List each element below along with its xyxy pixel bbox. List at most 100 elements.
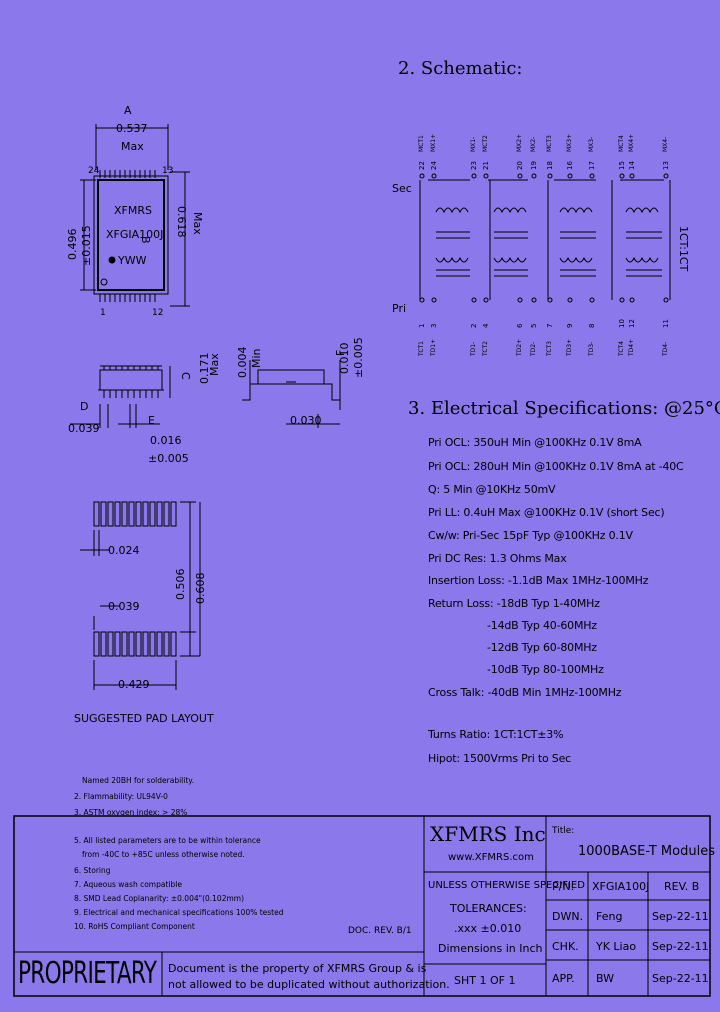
company-website[interactable]: www.XFMRS.com — [448, 852, 534, 863]
note-line: 9. Electrical and mechanical specificati… — [74, 908, 284, 917]
pri-pin: 12 — [628, 319, 636, 328]
pin-13-label: 13 — [162, 166, 174, 176]
app-label: APP. — [552, 972, 575, 985]
dim-min-label: Min — [250, 348, 263, 368]
pri-pin: 11 — [662, 319, 670, 328]
title-block-frame — [13, 815, 711, 997]
tolerance-line-2: TOLERANCES: — [450, 902, 527, 915]
proprietary-text-1: Document is the property of XFMRS Group … — [168, 962, 427, 975]
pad-span-506: 0.506 — [174, 568, 187, 601]
spec-line: Pri OCL: 280uH Min @100KHz 0.1V 8mA at -… — [428, 460, 684, 473]
dim-b-max: Max — [191, 212, 204, 235]
pri-name: TD2+ — [516, 338, 523, 356]
spec-line: Q: 5 Min @10KHz 50mV — [428, 483, 556, 496]
spec-line: Pri OCL: 350uH Min @100KHz 0.1V 8mA — [428, 436, 642, 449]
approved-date: Sep-22-11 — [652, 972, 709, 985]
note-line: 10. RoHS Compliant Component — [74, 922, 195, 931]
sec-name: MX4+ — [628, 133, 635, 152]
pri-label: Pri — [392, 302, 407, 315]
drawn-by: Feng — [596, 910, 623, 923]
sec-pin: 24 — [430, 161, 438, 170]
pri-name: TD2- — [530, 341, 537, 356]
transformer-1 — [419, 179, 491, 300]
pri-name: TD3+ — [566, 338, 573, 356]
checked-by: YK Liao — [596, 940, 637, 953]
pad-width-429: 0.429 — [118, 678, 150, 691]
pri-pin: 10 — [618, 319, 626, 328]
dim-f-tol: ±0.005 — [352, 337, 365, 378]
dim-d-label: D — [80, 400, 89, 413]
sec-name: MX4- — [662, 136, 669, 152]
marking-part: XFGIA100J — [106, 228, 164, 241]
sec-pin: 16 — [566, 161, 574, 170]
pri-pin: 4 — [482, 323, 490, 328]
pin-circles — [419, 173, 669, 303]
pri-name: TCT1 — [418, 341, 425, 356]
transformer-4 — [620, 179, 671, 300]
pri-name: TCT4 — [618, 341, 625, 356]
pri-pin: 5 — [530, 323, 538, 328]
sec-pin: 23 — [470, 161, 478, 170]
transformer-3 — [554, 179, 613, 300]
dim-a-max: Max — [121, 140, 144, 153]
dim-030: 0.030 — [290, 414, 322, 427]
transformer-2 — [488, 179, 549, 300]
note-line: 5. All listed parameters are to be withi… — [74, 836, 261, 845]
tolerance-line-4: Dimensions in Inch — [438, 942, 543, 955]
dim-d-value: 0.039 — [68, 422, 100, 435]
note-line: 3. ASTM oxygen index: > 28% — [74, 808, 188, 817]
sec-name: MX1+ — [430, 133, 437, 152]
sec-name: MX1- — [470, 136, 477, 152]
approved-by: BW — [596, 972, 615, 985]
spec-line: -14dB Typ 40-60MHz — [487, 619, 597, 632]
title-label: Title: — [552, 826, 575, 836]
note-line: 8. SMD Lead Coplanarity: ±0.004"(0.102mm… — [74, 894, 244, 903]
turns-ratio-label: 1CT:1CT — [677, 226, 690, 272]
dim-min-value: 0.004 — [236, 346, 249, 379]
pri-name: TD4+ — [628, 338, 635, 356]
pin-1-label: 1 — [100, 308, 106, 318]
dim-c-label: C — [179, 372, 192, 380]
document-title: 1000BASE-T Modules — [578, 844, 715, 859]
sheet-number: SHT 1 OF 1 — [454, 974, 516, 987]
package-outline — [97, 179, 165, 291]
sec-name: MCT3 — [546, 135, 553, 152]
dim-width-value: 0.496 — [66, 228, 79, 261]
pri-name: TD1+ — [430, 338, 437, 356]
pad-layout-caption: SUGGESTED PAD LAYOUT — [74, 712, 214, 725]
sec-name: MCT2 — [482, 135, 489, 152]
dim-e-value: 0.016 — [150, 434, 182, 447]
dim-f-value: 0.010 — [338, 342, 351, 375]
spec-line: Cross Talk: -40dB Min 1MHz-100MHz — [428, 686, 622, 699]
spec-line: -12dB Typ 60-80MHz — [487, 641, 597, 654]
sec-pin: 21 — [482, 161, 490, 170]
pri-pin: 9 — [566, 323, 574, 328]
note-line: Named 20BH for solderability. — [82, 776, 195, 785]
dim-b-label: B — [139, 236, 152, 244]
part-number: XFGIA100J — [592, 880, 650, 893]
tolerance-line-1: UNLESS OTHERWISE SPECIFIED — [428, 880, 585, 891]
sec-pin: 20 — [516, 161, 524, 170]
pin-24-label: 24 — [88, 166, 100, 176]
pri-pin: 3 — [430, 323, 438, 328]
pri-pin: 2 — [470, 323, 478, 328]
sec-name: MX2- — [530, 136, 537, 152]
sec-pin: 22 — [418, 161, 426, 170]
spec-line: Hipot: 1500Vrms Pri to Sec — [428, 752, 571, 765]
note-line: 7. Aqueous wash compatible — [74, 880, 182, 889]
pad-pitch: 0.024 — [108, 544, 140, 557]
sec-name: MX3+ — [566, 133, 573, 152]
spec-line: Turns Ratio: 1CT:1CT±3% — [428, 728, 564, 741]
dim-e-tol: ±0.005 — [148, 452, 189, 465]
pri-pin: 6 — [516, 323, 524, 328]
spec-line: Cw/w: Pri-Sec 15pF Typ @100KHz 0.1V — [428, 529, 633, 542]
spec-line: -10dB Typ 80-100MHz — [487, 663, 604, 676]
pad-length: 0.039 — [108, 600, 140, 613]
sec-pin: 13 — [662, 161, 670, 170]
pad-span-608: 0.608 — [194, 572, 207, 605]
chk-label: CHK. — [552, 940, 579, 953]
marking-date: YWW — [118, 254, 147, 267]
sec-name: MX3- — [588, 136, 595, 152]
dim-a-value: 0.537 — [116, 122, 148, 135]
